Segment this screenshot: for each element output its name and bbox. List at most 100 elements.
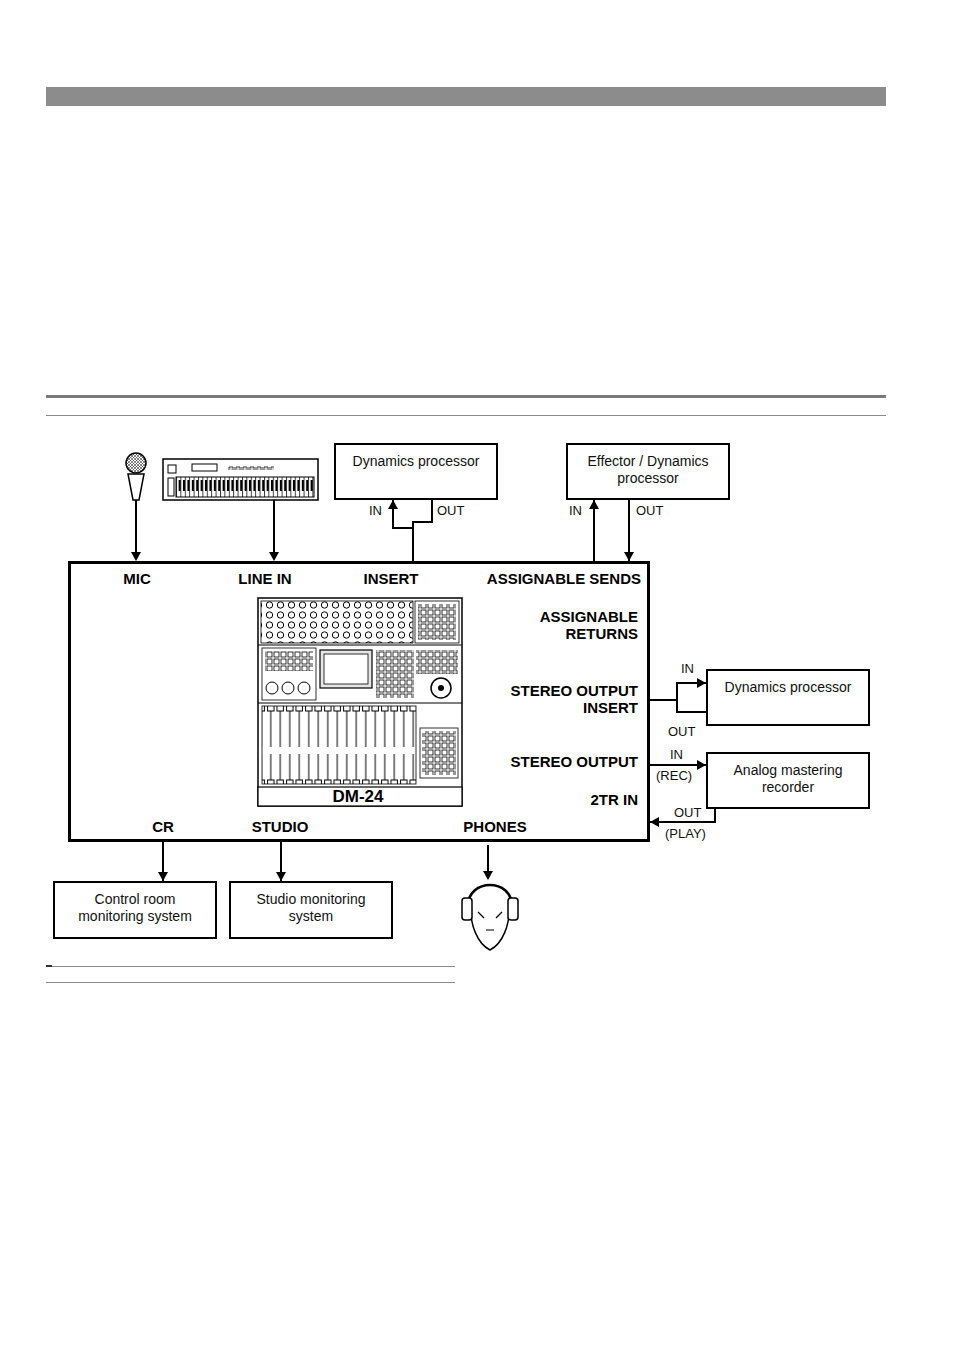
arrowhead	[697, 678, 706, 688]
port-label: OUT	[674, 805, 701, 820]
mixer-box: MIC LINE IN INSERT ASSIGNABLE SENDS ASSIGNAB…	[68, 561, 650, 842]
headphones	[462, 845, 518, 950]
signal-connector	[413, 500, 432, 561]
mixer-console-illustration-part	[418, 604, 456, 640]
arrowhead	[158, 872, 168, 881]
keyboard-part	[163, 459, 318, 500]
section-rule	[46, 982, 455, 983]
signal-connector	[589, 500, 599, 561]
recorder-box: Analog mastering recorder	[706, 752, 870, 809]
port-label: CR	[152, 818, 174, 835]
port-label: OUT	[636, 503, 663, 518]
mixer-console-illustration-part	[262, 648, 316, 700]
port-label: IN	[681, 661, 694, 676]
mixer-console-illustration-part	[438, 685, 444, 691]
keyboard-part	[269, 552, 279, 561]
processor-box: Effector / Dynamics processor	[566, 443, 730, 500]
mixer-console-illustration	[258, 598, 462, 806]
microphone-part	[126, 453, 146, 473]
mixer-console-illustration-part	[298, 682, 310, 694]
connector-line	[628, 500, 630, 561]
port-label: (PLAY)	[665, 826, 706, 841]
processor-box: Dynamics processor	[706, 669, 870, 726]
port-label: PHONES	[463, 818, 526, 835]
microphone-part	[135, 500, 137, 553]
monitor-box: Studio monitoring system	[229, 881, 393, 939]
headphones-part	[478, 912, 502, 930]
headphones-part	[462, 898, 472, 920]
mixer-console-illustration-part	[376, 650, 414, 698]
mixer-console-illustration-part	[265, 651, 313, 671]
arrowhead	[650, 817, 659, 827]
mixer-console-illustration-part	[420, 728, 458, 778]
section-rule	[46, 395, 886, 398]
microphone	[126, 453, 146, 561]
keyboard	[163, 459, 318, 561]
mixer-console-illustration-part	[282, 682, 294, 694]
headphones-part	[487, 845, 489, 872]
box-text: Analog mastering recorder	[718, 762, 858, 796]
port-label: OUT	[437, 503, 464, 518]
arrowhead	[388, 500, 398, 509]
monitor-box: Control room monitoring system	[53, 881, 217, 939]
keyboard-part	[168, 478, 174, 496]
signal-connector	[624, 500, 634, 561]
box-text: Effector / Dynamics processor	[578, 453, 718, 487]
signal-connector	[276, 842, 286, 881]
signal-connector	[388, 500, 413, 561]
port-label: (REC)	[656, 768, 692, 783]
keyboard-part	[176, 477, 314, 497]
box-text: Studio monitoring system	[241, 891, 381, 925]
connector-line	[593, 500, 595, 561]
section-rule	[46, 966, 455, 967]
microphone-part	[128, 474, 144, 500]
signal-connector	[650, 700, 706, 712]
connector-line	[650, 700, 706, 712]
keyboard-part	[273, 500, 275, 553]
port-label: 2TR IN	[590, 791, 638, 808]
mixer-console-illustration-part	[324, 654, 368, 684]
headphones-part	[471, 902, 510, 950]
headphones-part	[508, 898, 518, 920]
connector-line	[393, 500, 413, 561]
signal-connector	[158, 842, 168, 881]
port-label: ASSIGNABLE SENDS	[487, 570, 641, 587]
port-label: INSERT	[363, 570, 418, 587]
processor-box: Dynamics processor	[334, 443, 498, 500]
mixer-console-illustration-part	[258, 645, 462, 646]
mixer-console-illustration-part	[416, 650, 458, 674]
header-bar	[46, 87, 886, 106]
mixer-console-illustration-part	[431, 678, 451, 698]
box-text: Dynamics processor	[346, 453, 486, 470]
port-label: STEREO OUTPUT INSERT	[488, 682, 638, 716]
mixer-console-illustration-part	[258, 598, 462, 806]
keyboard-part	[192, 464, 217, 471]
rule-tick	[46, 965, 52, 967]
box-text: Dynamics processor	[718, 679, 858, 696]
port-label: IN	[569, 503, 582, 518]
port-label: LINE IN	[238, 570, 291, 587]
port-label: IN	[369, 503, 382, 518]
mixer-console-illustration-part	[258, 787, 462, 806]
keyboard-part	[228, 466, 274, 470]
mixer-console-illustration-part	[261, 601, 413, 643]
arrowhead	[276, 872, 286, 881]
mixer-console-illustration-part	[320, 650, 372, 688]
port-label: ASSIGNABLE RETURNS	[513, 608, 638, 642]
connector-line	[413, 500, 432, 561]
headphones-part	[483, 871, 493, 880]
signal-connector	[650, 678, 706, 700]
keyboard-part	[168, 465, 176, 473]
arrowhead	[624, 552, 634, 561]
box-text: Control room monitoring system	[65, 891, 205, 925]
keyboard-part	[176, 477, 314, 497]
arrowhead	[697, 760, 706, 770]
section-rule	[46, 415, 886, 416]
port-label: OUT	[668, 724, 695, 739]
port-label: MIC	[123, 570, 151, 587]
mixer-console-illustration-part	[266, 682, 278, 694]
model-name: DM-24	[332, 788, 383, 805]
mixer-console-illustration-part	[258, 703, 462, 704]
mixer-console-illustration-part	[415, 601, 459, 643]
